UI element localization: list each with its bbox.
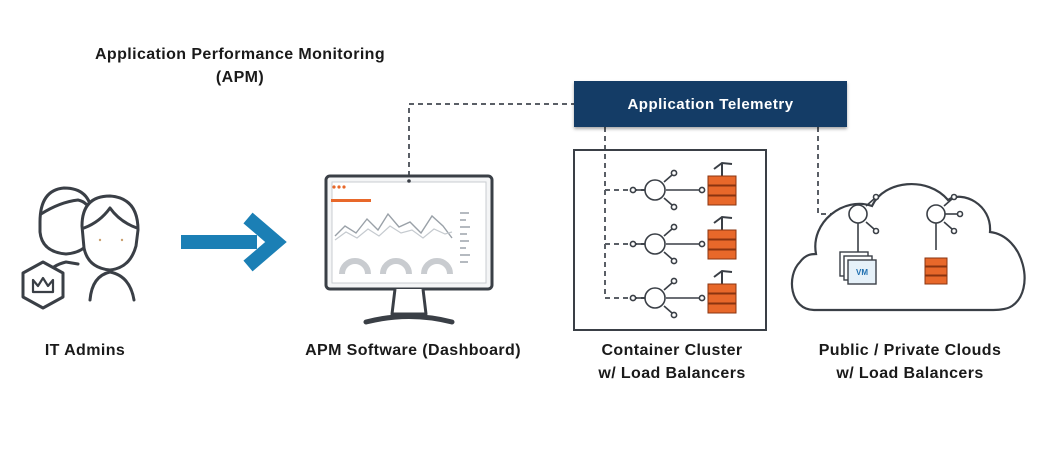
vm-icon: VM xyxy=(839,251,877,285)
diagram-title: Application Performance Monitoring (APM) xyxy=(40,43,440,89)
crown-badge-icon xyxy=(21,260,65,310)
container-stack-icon xyxy=(707,215,737,260)
clouds-label: Public / Private Clouds w/ Load Balancer… xyxy=(800,339,1020,385)
it-admins-label-line-1: IT Admins xyxy=(44,342,126,359)
container-stack-icon xyxy=(707,161,737,206)
clouds-label-line-1: Public / Private Clouds xyxy=(818,342,1002,359)
container-row-1 xyxy=(629,161,737,211)
container-cluster-box xyxy=(573,149,767,331)
container-cluster-label-line-2: w/ Load Balancers xyxy=(598,365,746,382)
cloud-icon xyxy=(790,182,1026,312)
title-line-2: (APM) xyxy=(215,69,265,86)
load-balancer-icon xyxy=(848,193,880,252)
arrow-right-icon xyxy=(181,212,287,272)
container-row-3 xyxy=(629,269,737,319)
container-stack-icon xyxy=(707,269,737,314)
container-cluster-label: Container Cluster w/ Load Balancers xyxy=(570,339,774,385)
apm-software-label-line-1: APM Software (Dashboard) xyxy=(305,342,521,359)
cloud-telemetry-line xyxy=(817,127,850,215)
title-line-1: Application Performance Monitoring xyxy=(94,46,386,63)
apm-software-label: APM Software (Dashboard) xyxy=(283,339,543,362)
it-admins-label: IT Admins xyxy=(20,339,150,362)
vm-label: VM xyxy=(856,268,868,277)
monitor-telemetry-line xyxy=(408,103,574,176)
telemetry-label: Application Telemetry xyxy=(627,95,794,113)
load-balancer-icon xyxy=(926,193,964,250)
load-balancer-icon xyxy=(629,169,706,211)
load-balancer-icon xyxy=(629,223,706,265)
container-stack-icon xyxy=(924,257,948,285)
container-row-2 xyxy=(629,215,737,265)
monitor-icon xyxy=(324,174,494,325)
container-cluster-label-line-1: Container Cluster xyxy=(601,342,743,359)
load-balancer-icon xyxy=(629,277,706,319)
clouds-label-line-2: w/ Load Balancers xyxy=(836,365,984,382)
application-telemetry-banner: Application Telemetry xyxy=(574,81,847,127)
